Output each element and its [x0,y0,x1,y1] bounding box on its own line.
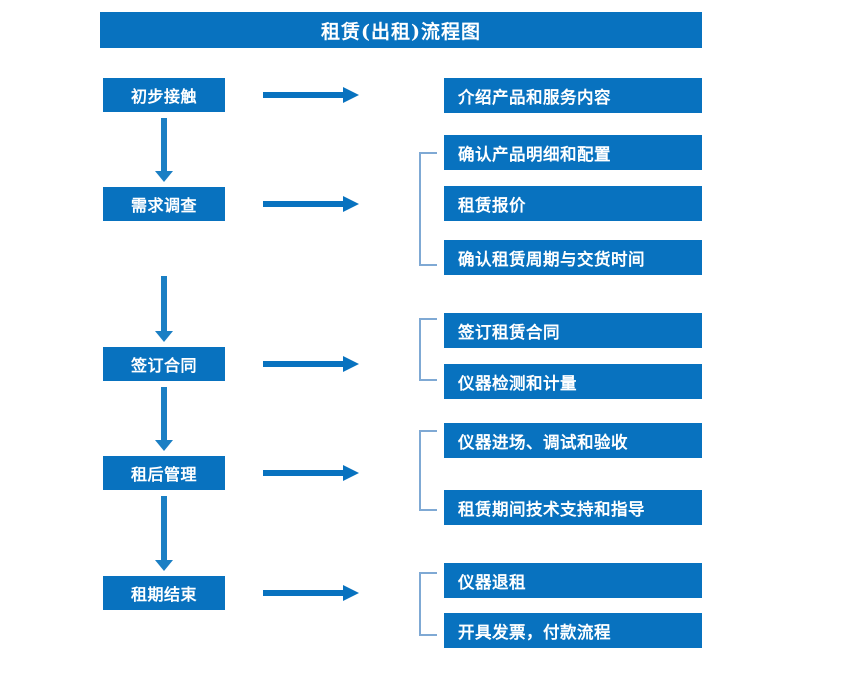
flow-arrow-down-2 [155,276,173,342]
detail-box-确认产品明细和配置[interactable]: 确认产品明细和配置 [444,135,702,170]
group-bracket-租期结束 [419,572,437,636]
flow-arrow-right-3 [263,356,359,372]
flow-arrow-down-4 [155,496,173,571]
flow-arrow-right-5 [263,585,359,601]
detail-box-签订租赁合同[interactable]: 签订租赁合同 [444,313,702,348]
group-bracket-需求调查 [419,152,437,266]
flow-arrow-right-4 [263,465,359,481]
detail-box-租赁报价[interactable]: 租赁报价 [444,186,702,221]
detail-box-确认租赁周期与交货时间[interactable]: 确认租赁周期与交货时间 [444,240,702,275]
diagram-title: 租赁(出租)流程图 [100,12,702,48]
group-bracket-租后管理 [419,430,437,511]
flow-arrow-right-2 [263,196,359,212]
stage-box-租期结束[interactable]: 租期结束 [103,576,225,610]
flow-arrow-down-3 [155,387,173,451]
detail-box-租赁期间技术支持和指导[interactable]: 租赁期间技术支持和指导 [444,490,702,525]
detail-box-仪器检测和计量[interactable]: 仪器检测和计量 [444,364,702,399]
stage-box-初步接触[interactable]: 初步接触 [103,78,225,112]
detail-box-开具发票付款流程[interactable]: 开具发票，付款流程 [444,613,702,648]
detail-box-仪器退租[interactable]: 仪器退租 [444,563,702,598]
flow-arrow-right-1 [263,87,359,103]
flow-arrow-down-1 [155,118,173,182]
stage-box-签订合同[interactable]: 签订合同 [103,347,225,381]
detail-box-仪器进场调试和验收[interactable]: 仪器进场、调试和验收 [444,423,702,458]
group-bracket-签订合同 [419,318,437,381]
detail-box-介绍产品和服务内容[interactable]: 介绍产品和服务内容 [444,78,702,113]
stage-box-租后管理[interactable]: 租后管理 [103,456,225,490]
stage-box-需求调查[interactable]: 需求调查 [103,187,225,221]
